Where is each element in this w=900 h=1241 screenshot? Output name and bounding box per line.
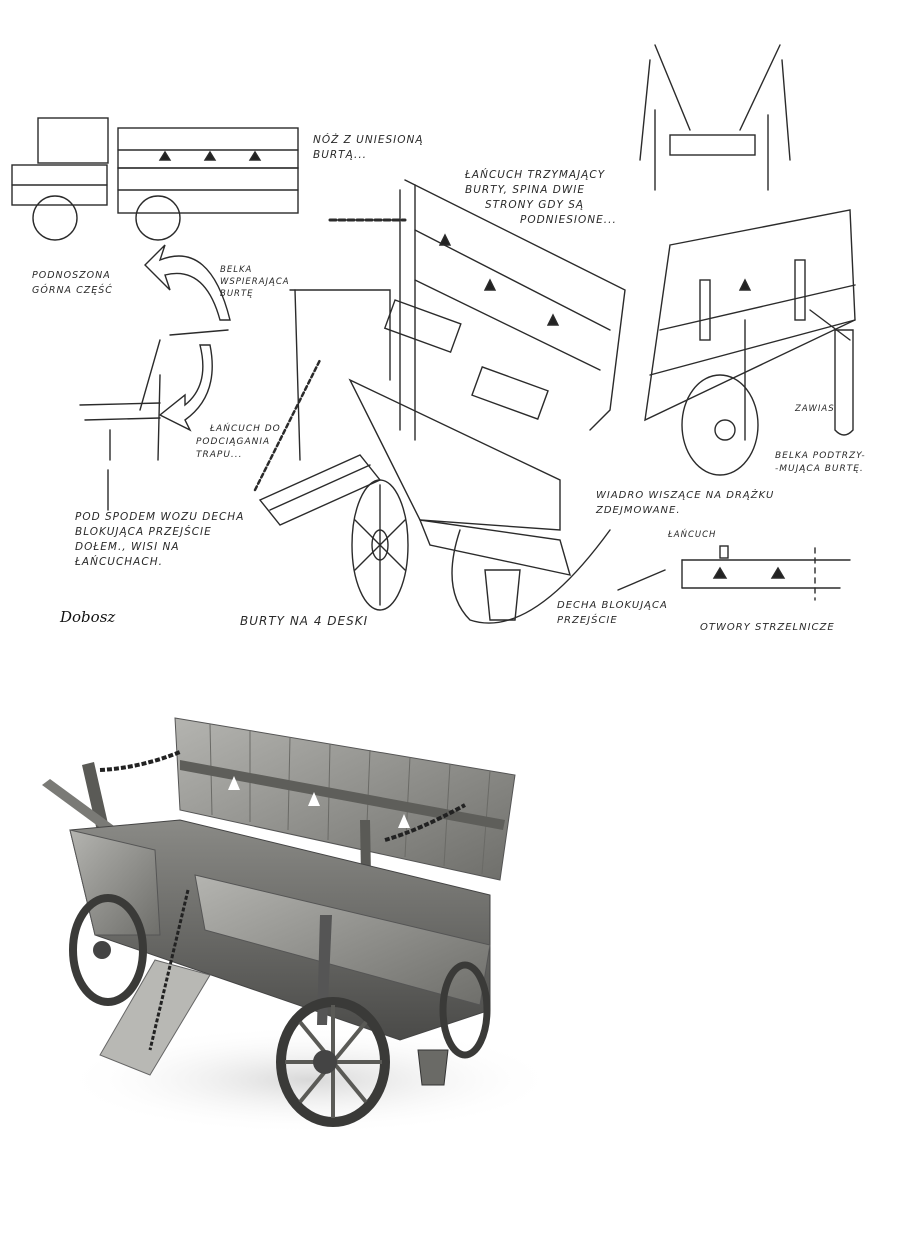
note-line: blokująca przejście [75,526,212,538]
note-support-beam: Belka wspierająca burtę [220,264,290,300]
bucket [417,1049,449,1086]
note-bucket: Wiadro wiszące na drążku zdejmowane. [596,488,774,518]
note-sides: Burty na 4 deski [240,614,369,628]
note-line: Pod spodem wozu decha [75,511,245,523]
note-line: Nóż z uniesioną [313,134,424,146]
note-line: Belka [220,265,253,275]
note-line: wspierająca [220,277,290,287]
ramp [99,959,211,1076]
rear-view-sketch [644,209,856,476]
small-wagon-side-view [11,117,299,241]
note-loopholes: Otwory strzelnicze [700,622,835,633]
note-blocking-board: Decha blokująca przejście [557,598,668,628]
ramp-chain [148,889,190,1051]
note-under-board: Pod spodem wozu decha blokująca przejści… [75,510,244,570]
note-line: łańcuchach. [75,556,163,568]
wall-beam [180,760,505,830]
note-line: podniesione... [520,214,617,226]
note-line: przejście [557,615,618,626]
note-line: Podnoszona [32,270,111,281]
note-chain-small: Łańcuch [668,530,717,540]
note-line: górna część [32,285,113,296]
note-line: Belka podtrzy- [775,451,866,461]
note-line: dołem., wisi na [75,541,180,553]
note-line: burty, spina dwie [465,184,586,196]
note-line: burtą... [313,149,367,161]
front-view-sketch [639,44,791,191]
chain [384,803,466,842]
note-line: strony gdy są [485,199,585,211]
note-line: Wiadro wiszące na drążku [596,490,775,501]
chain [99,750,181,772]
loophole-detail [617,545,851,601]
sketch-drawings [11,44,856,624]
note-raised-part: Podnoszona górna część [32,268,113,298]
note-line: trapu... [196,450,243,460]
main-wagon-sketch [253,179,626,624]
note-line: Łańcuch do [210,424,281,434]
note-hinge: Zawias [795,404,835,414]
note-ramp-chain: Łańcuch do podciągania trapu... [196,423,281,462]
note-line: burtę [220,289,254,299]
note-beam-support: Belka podtrzy- -mująca burtę. [775,450,866,476]
note-line: Łańcuch trzymający [465,169,606,181]
side-panel [194,874,491,1006]
artist-signature: Dobosz [60,608,116,626]
wheel-rear-back [439,961,491,1059]
note-line: podciągania [196,437,271,447]
raising-diagram [79,244,231,511]
front-panel [69,829,161,936]
note-line: zdejmowane. [596,505,681,516]
note-line: -mująca burtę. [775,464,864,474]
note-chain-top: Łańcuch trzymający burty, spina dwie str… [465,168,617,228]
wheel-front [69,894,147,1006]
note-knife: Nóż z uniesioną burtą... [313,133,424,163]
wheel-rear [276,997,390,1127]
note-line: Decha blokująca [557,600,668,611]
